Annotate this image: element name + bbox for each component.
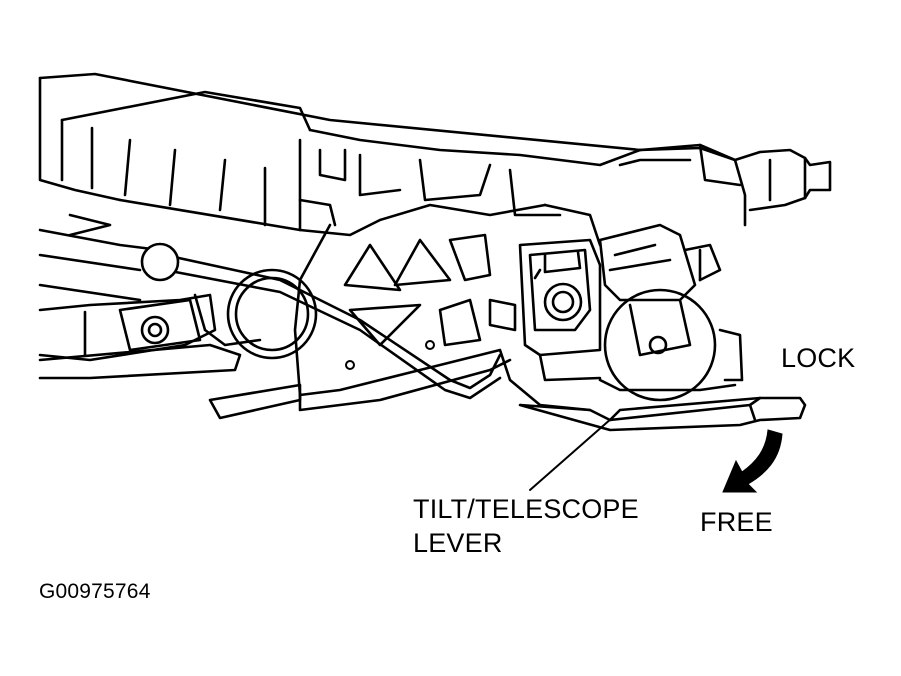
lower-rail: [208, 358, 512, 420]
lower-left-mechanism: [38, 293, 262, 380]
lever-label-line-2: LEVER: [413, 528, 503, 558]
free-label: FREE: [700, 507, 773, 537]
spring-loop: [140, 242, 502, 400]
lock-label: LOCK: [781, 343, 856, 373]
free-direction-arrow: [722, 429, 783, 493]
tilt-telescope-lever: [518, 396, 807, 432]
lock-switch-housing: [518, 238, 602, 382]
steering-column-housing: [38, 72, 737, 302]
mounting-bracket: [293, 203, 602, 412]
lever-label-line-1: TILT/TELESCOPE: [413, 494, 639, 524]
lever-leader-line: [529, 417, 613, 491]
tilt-telescope-lever-label: TILT/TELESCOPE LEVER: [413, 492, 639, 560]
column-shaft-end: [618, 143, 832, 227]
figure-id: G00975764: [39, 580, 151, 603]
motor-housing: [598, 223, 744, 402]
